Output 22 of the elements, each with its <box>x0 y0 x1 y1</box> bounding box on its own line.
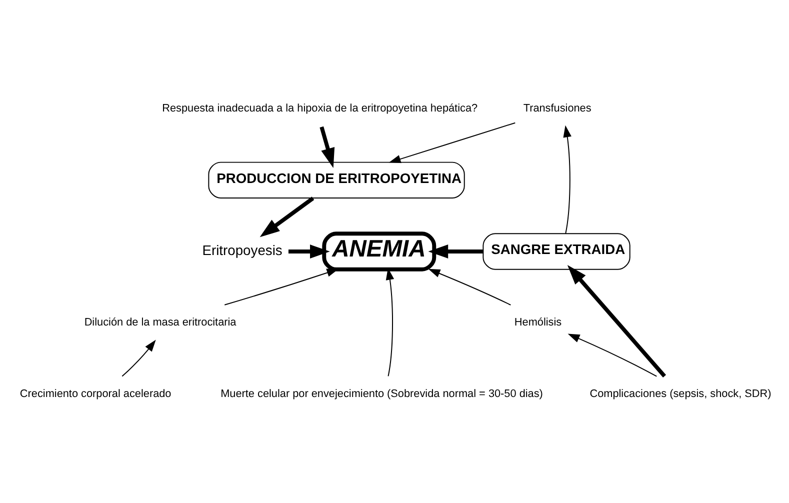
node-text: Hemólisis <box>514 316 562 329</box>
arrow <box>122 340 156 377</box>
arrow <box>428 244 483 258</box>
node-text: Muerte celular por envejecimiento (Sobrevida normal = 30-50 dias) <box>220 388 543 400</box>
arrow <box>568 334 658 377</box>
node-box: SANGRE EXTRAIDA <box>482 233 630 270</box>
node-text: Crecimiento corporal acelerado <box>20 388 172 400</box>
arrow <box>224 268 339 306</box>
node-box: ANEMIA <box>322 232 436 272</box>
node-text: Dilución de la masa eritrocitaria <box>84 316 236 329</box>
arrow <box>320 126 335 168</box>
arrow <box>288 244 330 258</box>
node-box: PRODUCCION DE ERITROPOYETINA <box>208 162 465 198</box>
arrow <box>260 196 314 238</box>
arrow <box>388 122 516 164</box>
arrow <box>563 125 572 234</box>
node-text: Complicaciones (sepsis, shock, SDR) <box>590 388 772 400</box>
node-text: Eritropoyesis <box>202 242 282 258</box>
node-text: Transfusiones <box>523 102 592 115</box>
arrow <box>428 268 512 306</box>
arrow <box>567 264 666 378</box>
node-text: Respuesta inadecuada a la hipoxia de la eritropoyetina hepática? <box>162 102 478 115</box>
